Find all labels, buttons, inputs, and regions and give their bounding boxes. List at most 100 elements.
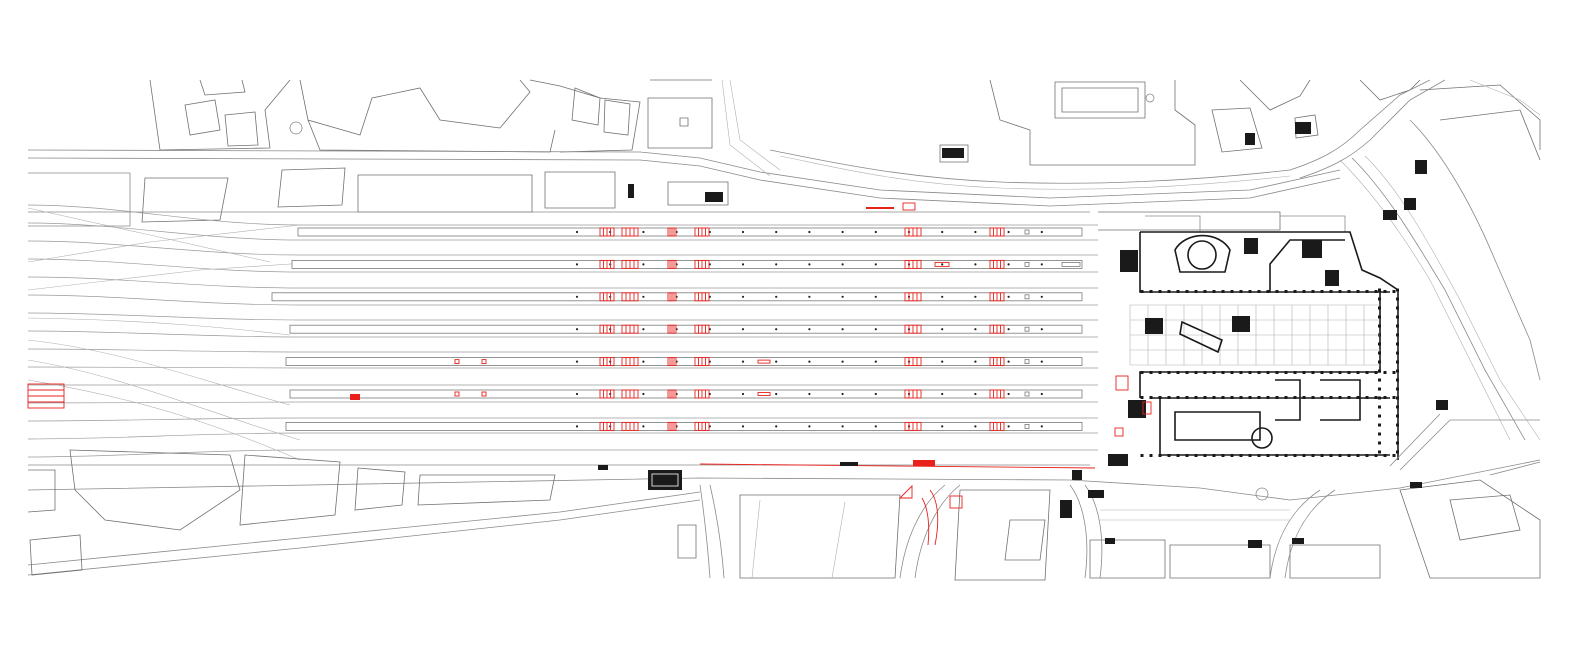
platform-stair bbox=[989, 421, 1005, 431]
platform-column bbox=[1040, 425, 1043, 428]
platform-marker bbox=[454, 391, 460, 397]
building-column bbox=[1248, 290, 1252, 293]
building-column bbox=[1396, 441, 1399, 445]
building-column bbox=[1365, 396, 1369, 399]
forecourt-grid bbox=[1129, 304, 1380, 366]
building-column bbox=[1185, 454, 1189, 457]
building-column bbox=[1338, 454, 1342, 457]
platform-column bbox=[575, 295, 579, 298]
building-column bbox=[1257, 396, 1261, 399]
building-column bbox=[1378, 396, 1381, 400]
platform-column bbox=[874, 263, 877, 266]
building-column bbox=[1185, 290, 1189, 293]
platform-stair bbox=[621, 421, 639, 431]
platform-kiosk bbox=[757, 392, 771, 396]
building-column bbox=[1239, 371, 1243, 374]
building-column bbox=[1396, 351, 1399, 355]
building-column bbox=[1257, 290, 1261, 293]
platform-column bbox=[1040, 230, 1043, 234]
building-column bbox=[1140, 371, 1144, 374]
building-column bbox=[1176, 454, 1180, 457]
platform-column bbox=[775, 263, 778, 266]
building-column bbox=[1378, 342, 1381, 346]
platform-stair bbox=[694, 259, 710, 269]
building-column bbox=[1392, 396, 1396, 399]
platform-column bbox=[741, 392, 745, 396]
platform-column bbox=[1007, 392, 1010, 396]
platform-column bbox=[808, 263, 811, 266]
platform-stair bbox=[904, 357, 922, 367]
platform-column bbox=[941, 425, 944, 428]
platform-column bbox=[575, 360, 579, 363]
platform-column bbox=[1007, 263, 1010, 266]
building-column bbox=[1239, 396, 1243, 399]
track-line bbox=[27, 312, 1098, 321]
building-column bbox=[1329, 454, 1333, 457]
building-column bbox=[1378, 360, 1381, 364]
platform-column bbox=[775, 230, 778, 234]
building-column bbox=[1149, 396, 1153, 399]
platform-column bbox=[974, 425, 977, 428]
platform-column bbox=[642, 360, 645, 363]
platform bbox=[285, 357, 1083, 367]
building-column bbox=[1203, 371, 1207, 374]
platform-stair bbox=[904, 227, 922, 237]
platform-stair bbox=[989, 357, 1005, 367]
platform-column bbox=[575, 328, 579, 331]
building-column bbox=[1365, 290, 1369, 293]
building-column bbox=[1392, 371, 1396, 374]
platform bbox=[297, 227, 1083, 237]
platform-column bbox=[841, 295, 844, 298]
building-column bbox=[1221, 396, 1225, 399]
platform-column bbox=[874, 360, 877, 363]
platform-stair bbox=[667, 227, 677, 237]
building-column bbox=[1396, 378, 1399, 382]
platform-column bbox=[974, 328, 977, 331]
building-column bbox=[1248, 454, 1252, 457]
platform-column bbox=[874, 392, 877, 396]
building-column bbox=[1347, 454, 1351, 457]
platform-column bbox=[741, 425, 745, 428]
platform-column bbox=[1040, 295, 1043, 298]
building-column bbox=[1302, 454, 1306, 457]
platform-column bbox=[808, 230, 811, 234]
platform-column bbox=[575, 392, 579, 396]
building-column bbox=[1378, 378, 1381, 382]
building-column bbox=[1275, 290, 1279, 293]
platform-column bbox=[1007, 425, 1010, 428]
building-column bbox=[1320, 371, 1324, 374]
building-column bbox=[1396, 414, 1399, 418]
building-column bbox=[1275, 371, 1279, 374]
building-column bbox=[1284, 454, 1288, 457]
platform-column bbox=[941, 295, 944, 298]
platform-stair bbox=[667, 292, 677, 302]
building-column bbox=[1266, 290, 1270, 293]
building-column bbox=[1347, 371, 1351, 374]
crossover-track bbox=[27, 317, 291, 336]
building-column bbox=[1329, 290, 1333, 293]
north-details bbox=[289, 93, 1427, 220]
building-column bbox=[1365, 454, 1369, 457]
building-column bbox=[1230, 454, 1234, 457]
building-column bbox=[1383, 290, 1387, 293]
building-column bbox=[1284, 290, 1288, 293]
platform-stair bbox=[667, 259, 677, 269]
platform-stair bbox=[904, 292, 922, 302]
platform bbox=[289, 389, 1083, 399]
platform-end bbox=[1061, 261, 1081, 267]
platform-column bbox=[1040, 360, 1043, 363]
building-column bbox=[1203, 290, 1207, 293]
building-column bbox=[1257, 454, 1261, 457]
building-column bbox=[1374, 454, 1378, 457]
platform-column bbox=[841, 328, 844, 331]
building-column bbox=[1392, 454, 1396, 457]
building-column bbox=[1378, 297, 1381, 301]
platform-box bbox=[1024, 261, 1030, 267]
structural-columns bbox=[1140, 288, 1399, 457]
platform-stair bbox=[989, 292, 1005, 302]
platform-column bbox=[941, 263, 944, 266]
building-column bbox=[1383, 396, 1387, 399]
building-column bbox=[1365, 371, 1369, 374]
